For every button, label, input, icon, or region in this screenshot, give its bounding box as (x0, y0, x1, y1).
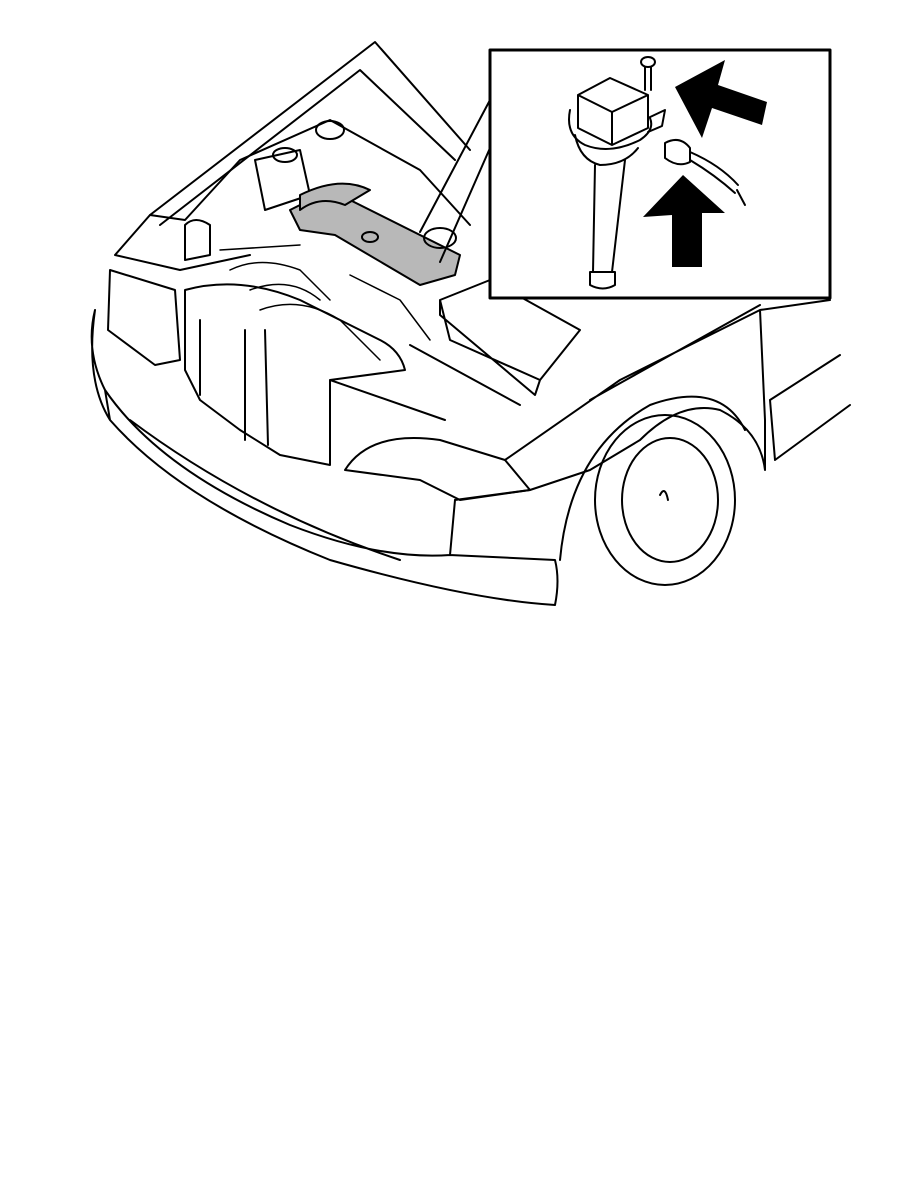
ignition-coil (568, 77, 666, 290)
fender (454, 299, 851, 501)
connector-plug (664, 138, 746, 206)
reservoir-cap (315, 120, 345, 140)
oil-cap (361, 231, 379, 243)
washer-reservoir (184, 219, 211, 261)
right-headlight (344, 437, 531, 501)
radiator-grille (184, 283, 446, 466)
intake-port (423, 227, 457, 249)
front-wheel (594, 414, 736, 586)
intake-hose-highlight (299, 182, 371, 211)
callout-line-bottom (439, 147, 491, 263)
arrow-bolt-icon (675, 60, 767, 138)
air-filter-box (409, 279, 581, 406)
engine-bay-outline (114, 119, 471, 271)
left-headlight (107, 269, 181, 366)
intake-manifold (219, 244, 431, 361)
front-wheel-rim (621, 437, 719, 563)
detail-inset-frame (488, 48, 832, 300)
bolt (640, 56, 656, 91)
callout-line-top (419, 99, 491, 233)
wheel-arch (559, 395, 746, 561)
front-bumper (90, 309, 559, 606)
arrow-connector-icon (643, 175, 725, 267)
wheel-hub-mark (659, 490, 669, 501)
